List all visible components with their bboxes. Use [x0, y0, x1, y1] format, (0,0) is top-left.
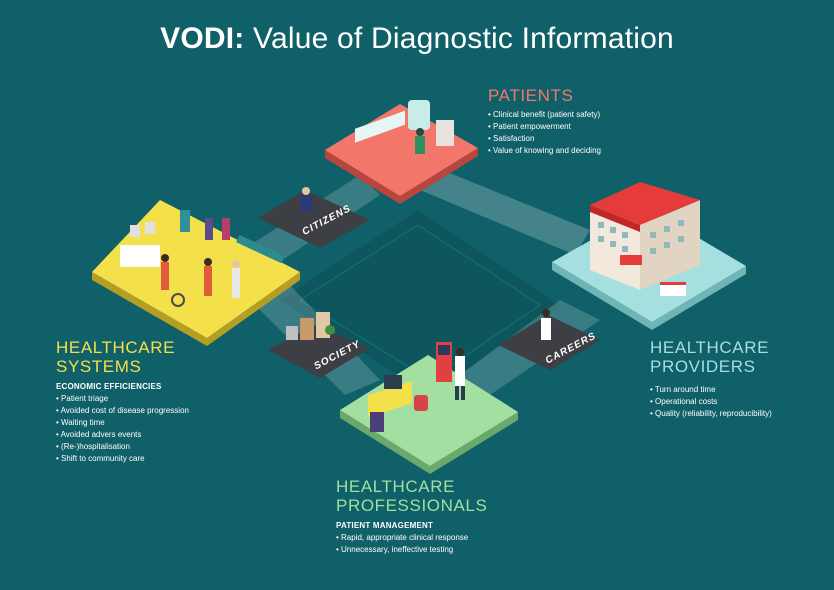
list-item: Quality (reliability, reproducibility)	[650, 408, 772, 420]
list-item: Patient triage	[56, 393, 189, 405]
list-item: Shift to community care	[56, 453, 189, 465]
professionals-subhead: PATIENT MANAGEMENT	[336, 521, 434, 530]
professionals-block: HEALTHCARE PROFESSIONALS PATIENT MANAGEM…	[336, 477, 487, 556]
providers-heading-line1: HEALTHCARE	[650, 338, 770, 357]
carer-figure-icon	[541, 318, 551, 340]
patients-platform-side	[325, 148, 478, 204]
society-buildings-icon	[300, 318, 314, 340]
systems-platform	[92, 200, 300, 338]
doctor-figure-icon	[456, 348, 464, 356]
professionals-list: Rapid, appropriate clinical response Unn…	[336, 532, 487, 556]
professionals-heading-line1: HEALTHCARE	[336, 477, 456, 496]
patients-heading: PATIENTS	[488, 86, 574, 105]
list-item: Unnecessary, ineffective testing	[336, 544, 487, 556]
citizens-tile	[258, 190, 370, 248]
monitor-icon	[436, 120, 454, 146]
systems-list: Patient triage Avoided cost of disease p…	[56, 393, 189, 465]
systems-subhead: ECONOMIC EFFICIENCIES	[56, 382, 162, 391]
systems-block: HEALTHCARE SYSTEMS ECONOMIC EFFICIENCIES…	[56, 338, 189, 465]
patients-block: PATIENTS Clinical benefit (patient safet…	[488, 86, 601, 157]
waiting-bench-icon	[236, 234, 285, 264]
list-item: Avoided cost of disease progression	[56, 405, 189, 417]
list-item: Turn around time	[650, 384, 772, 396]
beam-patients-providers	[420, 165, 590, 255]
computer-icon	[384, 375, 402, 389]
person-icon	[161, 254, 169, 262]
patients-list: Clinical benefit (patient safety) Patien…	[488, 109, 601, 157]
list-item: Satisfaction	[488, 133, 601, 145]
careers-tile	[498, 315, 600, 370]
patient-bed-icon	[355, 110, 405, 143]
list-item: Operational costs	[650, 396, 772, 408]
reception-desk-icon	[120, 245, 160, 267]
center-ground	[280, 210, 560, 395]
list-item: Clinical benefit (patient safety)	[488, 109, 601, 121]
wheelchair-icon	[171, 293, 185, 307]
providers-heading-line2: PROVIDERS	[650, 357, 756, 376]
providers-list: Turn around time Operational costs Quali…	[650, 384, 772, 420]
systems-heading-line1: HEALTHCARE	[56, 338, 176, 357]
list-item: Avoided advers events	[56, 429, 189, 441]
list-item: Waiting time	[56, 417, 189, 429]
page-title: VODI: Value of Diagnostic Information	[160, 22, 674, 55]
nurse-figure-icon	[416, 128, 424, 136]
systems-platform-side	[92, 272, 300, 346]
list-item: Rapid, appropriate clinical response	[336, 532, 487, 544]
scanner-icon	[408, 100, 430, 130]
ambulance-icon	[660, 282, 686, 296]
list-item: Value of knowing and deciding	[488, 145, 601, 157]
professionals-heading-line2: PROFESSIONALS	[336, 496, 488, 515]
list-item: Patient empowerment	[488, 121, 601, 133]
office-desk-icon	[368, 381, 412, 418]
citizen-figure-icon	[300, 195, 312, 211]
office-chair-icon	[414, 395, 428, 411]
providers-block: HEALTHCARE PROVIDERS Turn around time Op…	[650, 338, 772, 420]
list-item: (Re-)hospitalisation	[56, 441, 189, 453]
systems-heading-line2: SYSTEMS	[56, 357, 142, 376]
providers-platform-side	[552, 262, 746, 330]
